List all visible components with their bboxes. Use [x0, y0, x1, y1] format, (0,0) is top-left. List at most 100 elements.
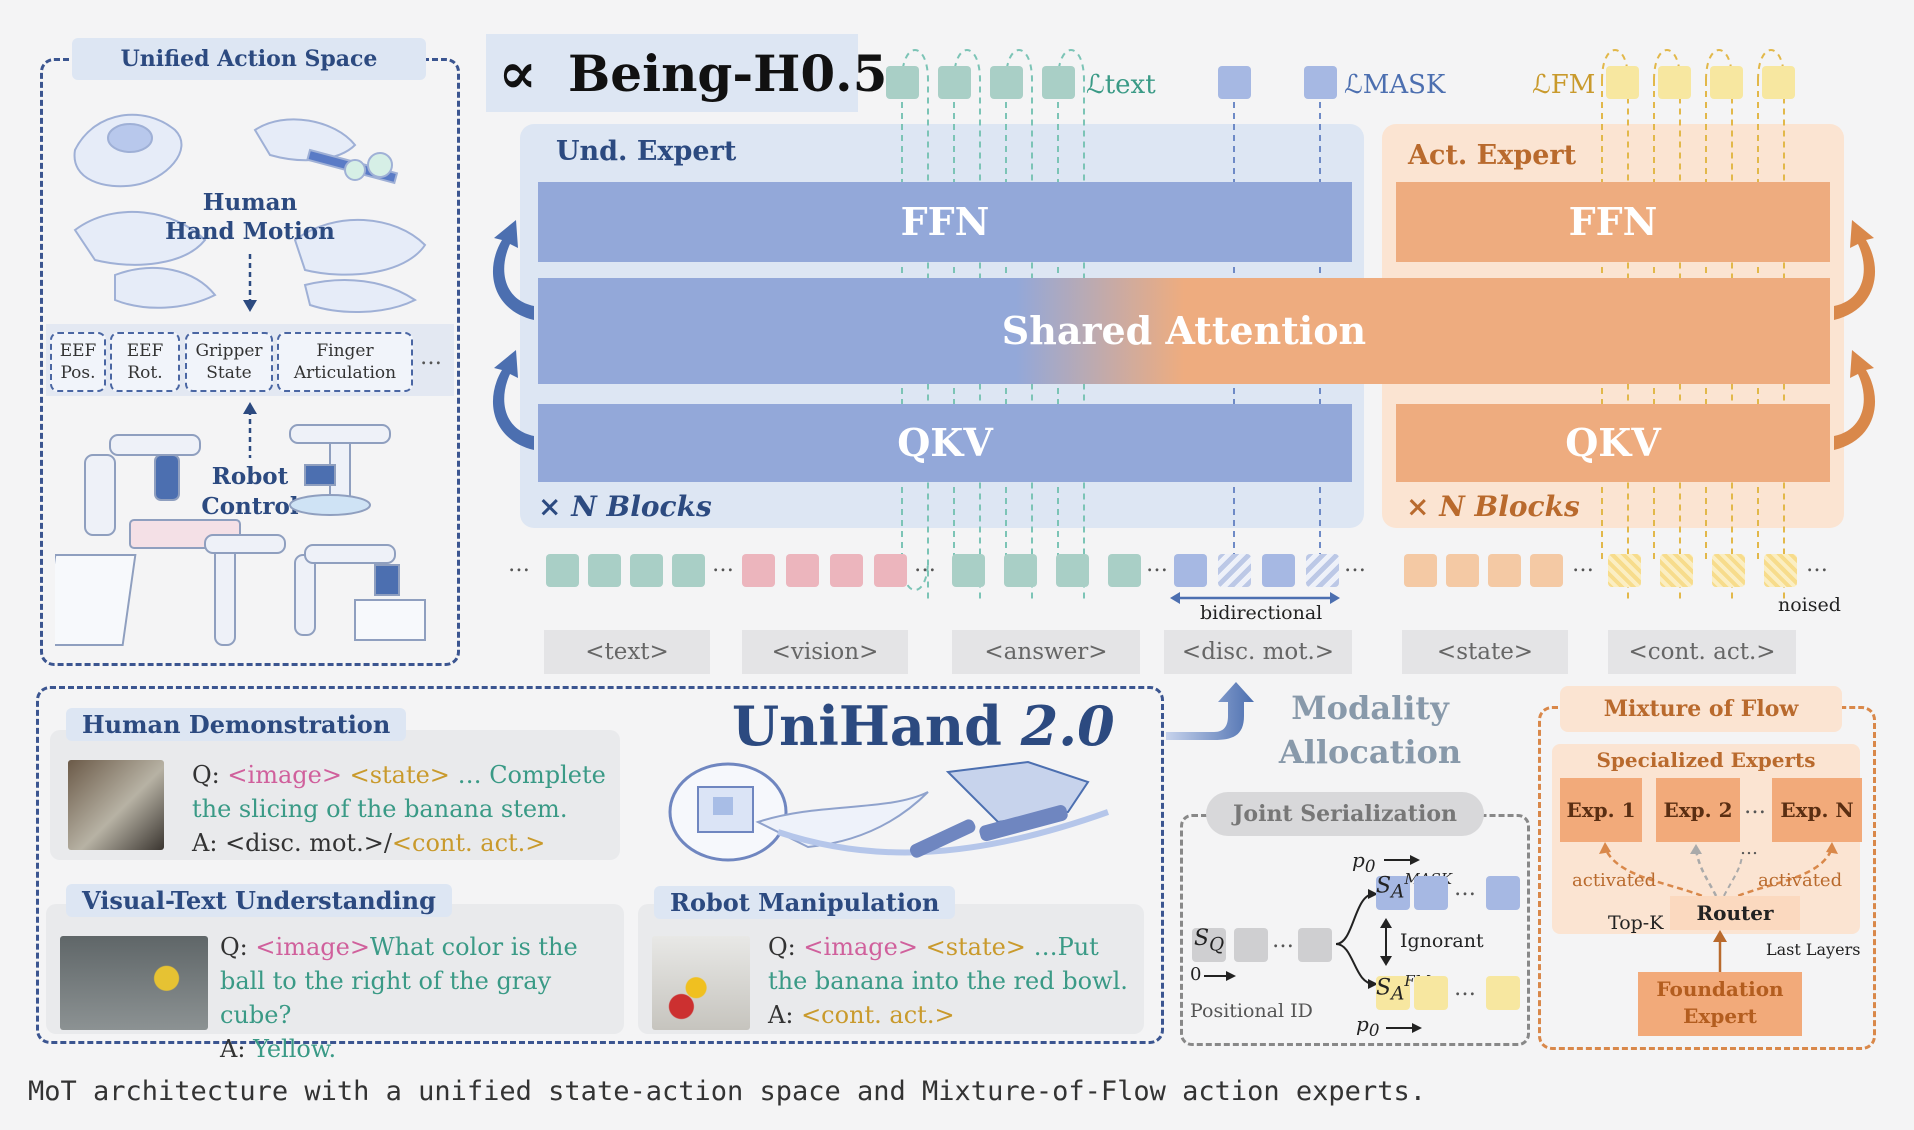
- joint-serialization-title: Joint Serialization: [1206, 792, 1484, 836]
- token-ellipsis: …: [508, 552, 531, 577]
- topk-label: Top-K: [1608, 912, 1664, 934]
- answer-token: [1108, 554, 1141, 587]
- p0-top-label: p0: [1352, 848, 1375, 876]
- loss-fm-token: [1658, 66, 1691, 99]
- dims-ellipsis: …: [420, 345, 443, 370]
- loss-fm-token: [1762, 66, 1795, 99]
- und-qkv-bar: QKV: [538, 404, 1352, 482]
- positional-id-label: Positional ID: [1190, 1000, 1313, 1022]
- loss-mask-token: [1218, 66, 1251, 99]
- foundation-to-router-arrow: [1713, 930, 1727, 972]
- vt-a-text: Yellow.: [253, 1035, 337, 1063]
- activated-right-label: activated: [1758, 870, 1843, 891]
- cont-act-token: [1608, 554, 1641, 587]
- disc-mot-token: [1174, 554, 1207, 587]
- mof-title: Mixture of Flow: [1560, 686, 1842, 732]
- hd-q-prefix: Q:: [192, 761, 220, 789]
- ignorant-label: Ignorant: [1400, 930, 1484, 952]
- ignorant-arrow: [1380, 918, 1392, 966]
- modality-title: Modality Allocation: [1278, 689, 1462, 771]
- arrow-up-icon: [243, 402, 257, 458]
- loss-text-label: ℒtext: [1086, 70, 1156, 100]
- bidirectional-arrow: [1170, 592, 1340, 604]
- p0-bottom-sub: 0: [1368, 1021, 1380, 1040]
- human-demo-title: Human Demonstration: [66, 708, 407, 741]
- visual-text-qa: Q: <image>What color is the ball to the …: [220, 930, 620, 1066]
- human-demo-qa: Q: <image> <state> … Complete the slicin…: [192, 758, 612, 860]
- experts-ellipsis: …: [1744, 794, 1767, 819]
- rm-q-prefix: Q:: [768, 933, 796, 961]
- rm-a-cont: <cont. act.>: [801, 1001, 955, 1029]
- act-expert-blocks: × N Blocks: [1406, 490, 1580, 523]
- tag-text: <text>: [544, 630, 710, 674]
- logo-box: [486, 34, 858, 112]
- text-token: [546, 554, 579, 587]
- tag-disc-mot: <disc. mot.>: [1164, 630, 1352, 674]
- rm-q-image: <image>: [803, 933, 918, 961]
- specialized-experts-title: Specialized Experts: [1596, 748, 1816, 772]
- cont-act-token: [1712, 554, 1745, 587]
- expert-2-box: Exp. 2: [1656, 778, 1740, 842]
- sa-fm-token-3: [1486, 976, 1520, 1010]
- hd-a-cont: <cont. act.>: [391, 829, 546, 857]
- sa-fm-s: S: [1376, 975, 1392, 1001]
- modality-arrow-icon: [1166, 682, 1254, 740]
- unihand-name: UniHand: [732, 694, 1002, 758]
- token-ellipsis: …: [914, 552, 937, 577]
- sa-mask-sub: A: [1391, 881, 1405, 903]
- hd-a-prefix: A:: [192, 829, 218, 857]
- expert-1-box: Exp. 1: [1560, 778, 1642, 842]
- human-hands-illustration: [73, 113, 427, 313]
- sa-fm-token: [1376, 976, 1410, 1010]
- sq-ellipsis: …: [1272, 928, 1295, 953]
- dim-eef-rot: EEF Rot.: [110, 332, 180, 392]
- state-token: [1446, 554, 1479, 587]
- p0-bottom-label: p0: [1356, 1012, 1379, 1040]
- hd-a-sep: /: [383, 829, 392, 857]
- loss-fm-label: ℒFM: [1532, 70, 1596, 100]
- rm-a-prefix: A:: [768, 1001, 794, 1029]
- shared-attention-bar: Shared Attention: [538, 278, 1830, 384]
- visual-text-title: Visual-Text Understanding: [66, 884, 452, 917]
- sa-mask-token-2: [1414, 876, 1448, 910]
- vision-token: [742, 554, 775, 587]
- disc-mot-masked-token: [1218, 554, 1251, 587]
- text-token: [672, 554, 705, 587]
- token-ellipsis: …: [1146, 552, 1169, 577]
- loss-fm-token: [1606, 66, 1639, 99]
- robot-manip-qa: Q: <image> <state> …Put the banana into …: [768, 930, 1138, 1032]
- zero-arrow: [1204, 971, 1236, 981]
- expert-n-box: Exp. N: [1772, 778, 1862, 842]
- loss-text-token: [886, 66, 919, 99]
- act-recurrence-arrows: [1834, 220, 1876, 450]
- human-demo-photo: [68, 760, 164, 850]
- activated-left-label: activated: [1572, 870, 1657, 891]
- p0-top-p: p: [1352, 848, 1365, 872]
- rm-q-text: …Put the banana into the red bowl.: [768, 933, 1128, 995]
- state-token: [1488, 554, 1521, 587]
- robot-control-label: Robot Control: [201, 463, 299, 520]
- dim-eef-pos: EEF Pos.: [50, 332, 106, 392]
- arrow-down-icon: [243, 254, 257, 312]
- hd-q-text: … Complete the slicing of the banana ste…: [192, 761, 606, 823]
- state-token: [1404, 554, 1437, 587]
- sa-fm-sub: A: [1391, 983, 1405, 1005]
- loss-text-token: [938, 66, 971, 99]
- sq-s: S: [1194, 926, 1210, 951]
- act-qkv-bar: QKV: [1396, 404, 1830, 482]
- rm-q-state: <state>: [925, 933, 1026, 961]
- token-ellipsis: …: [1806, 552, 1829, 577]
- figure-caption: MoT architecture with a unified state-ac…: [28, 1076, 1426, 1107]
- robot-manip-title: Robot Manipulation: [654, 886, 956, 919]
- hd-q-state: <state>: [349, 761, 450, 789]
- robot-arms-illustration: [55, 424, 426, 646]
- branch-arrows: [1335, 889, 1378, 989]
- disc-mot-masked-token: [1306, 554, 1339, 587]
- token-ellipsis: …: [1344, 552, 1367, 577]
- vt-q-image: <image>: [255, 933, 370, 961]
- act-ffn-bar: FFN: [1396, 182, 1830, 262]
- unihand-version: 2.0: [1020, 694, 1115, 758]
- tag-answer: <answer>: [952, 630, 1140, 674]
- router-box: Router: [1670, 896, 1800, 930]
- sa-mask-token-3: [1486, 876, 1520, 910]
